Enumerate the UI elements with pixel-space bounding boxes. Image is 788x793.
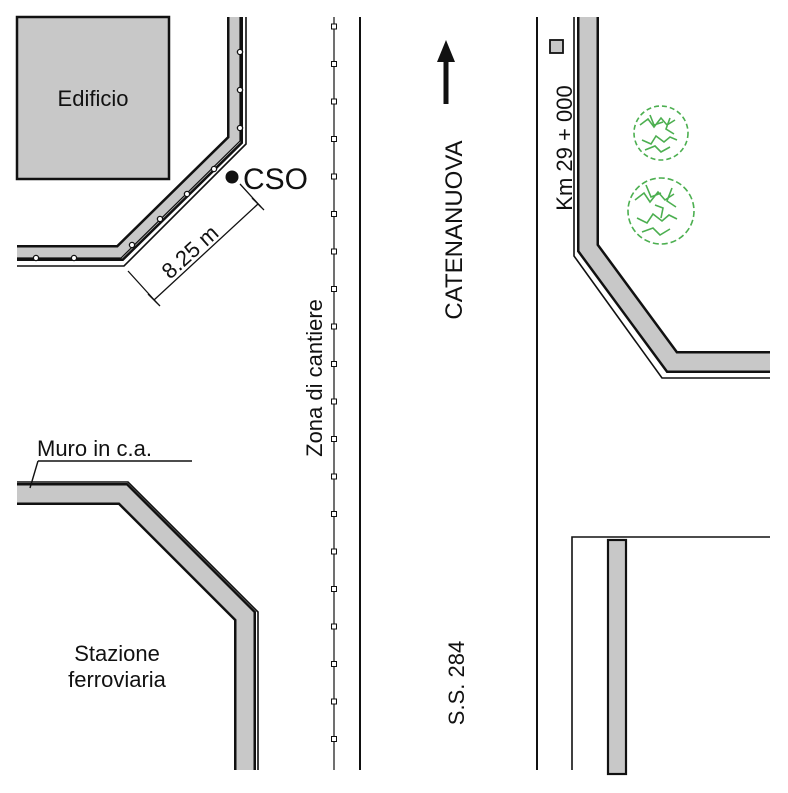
cso-point	[225, 170, 239, 184]
station-label-line1: Stazione	[74, 641, 160, 666]
direction-label: CATENANUOVA	[441, 140, 468, 319]
fence-post	[331, 661, 337, 667]
fence-post	[331, 98, 337, 105]
fence-post	[331, 586, 337, 592]
fence-post	[331, 211, 337, 217]
building-label: Edificio	[58, 86, 129, 111]
building-block	[15, 15, 171, 181]
fence-post	[331, 698, 337, 705]
fence-post	[331, 398, 337, 405]
fence-post	[331, 61, 337, 67]
wall-leader-line	[29, 460, 39, 489]
km-marker-label: Km 29 + 000	[552, 85, 577, 210]
fence-post	[331, 23, 337, 30]
cso-label: CSO	[243, 163, 308, 196]
fence-post	[331, 736, 337, 742]
wall-top-right	[573, 17, 770, 379]
fence-post	[331, 286, 337, 292]
road-label: S.S. 284	[444, 641, 469, 725]
bottom-right-outline	[571, 536, 770, 770]
fence-post	[331, 436, 337, 442]
fence-post	[331, 136, 337, 142]
arrow-up-icon	[437, 40, 455, 104]
fence-post	[331, 323, 337, 330]
dimension-label: 8.25 m	[157, 220, 224, 284]
fence-post	[331, 548, 337, 555]
fence-post	[331, 473, 337, 480]
wall-label: Muro in c.a.	[37, 436, 152, 461]
square-marker-icon	[549, 39, 564, 54]
dimension-line	[127, 183, 265, 307]
tree-icon	[627, 105, 695, 245]
work-zone-label: Zona di cantiere	[302, 299, 327, 457]
bottom-right-wall	[606, 538, 628, 776]
fence-post	[331, 623, 337, 630]
station-label-line2: ferroviaria	[68, 667, 167, 692]
fence-post	[331, 361, 337, 367]
wall-bottom-left	[17, 481, 259, 770]
fence-post	[331, 248, 337, 255]
fence-posts	[331, 23, 337, 742]
pipe-wall-top-left	[17, 17, 247, 267]
fence-post	[331, 173, 337, 180]
fence-post	[331, 511, 337, 517]
pipe-nodes	[32, 48, 244, 262]
